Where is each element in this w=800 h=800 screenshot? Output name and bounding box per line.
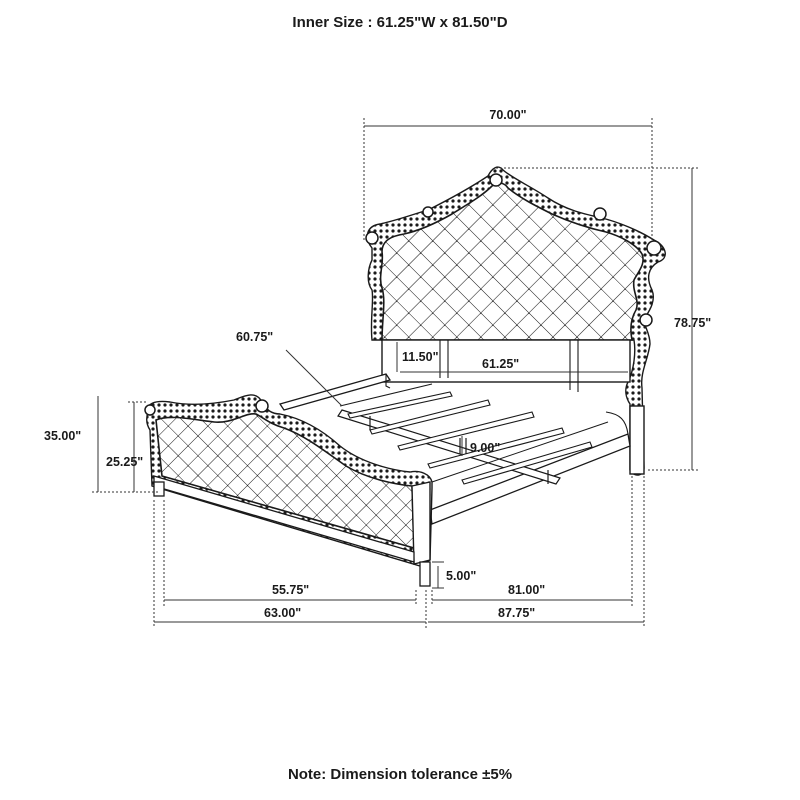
slat-1	[347, 391, 453, 419]
headboard-lower-panel	[381, 339, 631, 383]
headboard-scroll-left	[422, 206, 434, 218]
dim-headboard-height: 78.75"	[674, 316, 711, 330]
footboard-tufted-panel	[155, 413, 415, 550]
headboard-tufted-panel	[379, 182, 644, 341]
dim-overall-width: 63.00"	[264, 606, 301, 620]
footboard-scroll	[255, 399, 269, 413]
footboard-leg-left	[153, 481, 165, 497]
headboard-scroll-right	[593, 207, 607, 221]
slat-3	[397, 411, 535, 451]
dim-rail-height: 9.00"	[470, 441, 500, 455]
dimension-labels: 70.00" 78.75" 60.75" 11.50" 61.25" 35.00…	[44, 108, 711, 620]
inner-size-title: Inner Size : 61.25"W x 81.50"D	[292, 14, 508, 31]
dim-footboard-height: 35.00"	[44, 429, 81, 443]
dimension-tolerance-note: Note: Dimension tolerance ±5%	[287, 766, 513, 783]
bed-frame-rails	[278, 373, 631, 525]
headboard-scroll-side	[639, 313, 653, 327]
headboard-leg	[629, 405, 645, 475]
dim-headboard-width: 70.00"	[489, 108, 526, 122]
dim-inner-width: 61.25"	[482, 357, 519, 371]
dim-footboard-panel-height: 25.25"	[106, 455, 143, 469]
slat-4	[427, 427, 565, 469]
dim-headboard-panel-gap: 11.50"	[402, 350, 439, 364]
footboard	[144, 394, 433, 587]
dim-footboard-inner-width: 55.75"	[272, 583, 309, 597]
headboard	[365, 166, 666, 476]
footboard-leg-right	[419, 561, 431, 587]
slat-5	[461, 441, 593, 485]
slat-2	[369, 399, 491, 435]
footboard-scroll-left	[144, 404, 156, 416]
headboard-scroll-corner	[646, 240, 662, 256]
dimension-lines	[92, 118, 698, 628]
dim-overall-length: 87.75"	[498, 606, 535, 620]
footboard-side-panel	[411, 481, 431, 565]
headboard-scroll-left-corner	[365, 231, 379, 245]
dim-side-rail-length: 60.75"	[236, 330, 273, 344]
dim-leg-height: 5.00"	[446, 569, 476, 583]
left-side-rail	[278, 373, 392, 411]
dim-inner-length: 81.00"	[508, 583, 545, 597]
headboard-finial	[489, 173, 503, 187]
